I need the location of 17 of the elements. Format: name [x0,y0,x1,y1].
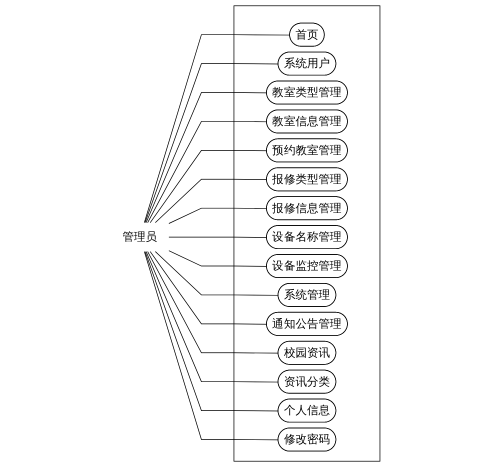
node-text: 管理员 [122,230,158,244]
connector [147,121,268,224]
connector [150,150,268,224]
connector [168,208,268,224]
connector [154,251,279,296]
connector [144,251,279,440]
connector [168,250,268,267]
connector [147,251,279,354]
connector [144,251,279,412]
connector [144,63,279,224]
connector [154,178,268,224]
connector [150,251,268,325]
connector [146,251,279,382]
connector [144,34,290,224]
connector [168,236,268,238]
cluster [234,5,380,462]
connector [146,92,268,224]
